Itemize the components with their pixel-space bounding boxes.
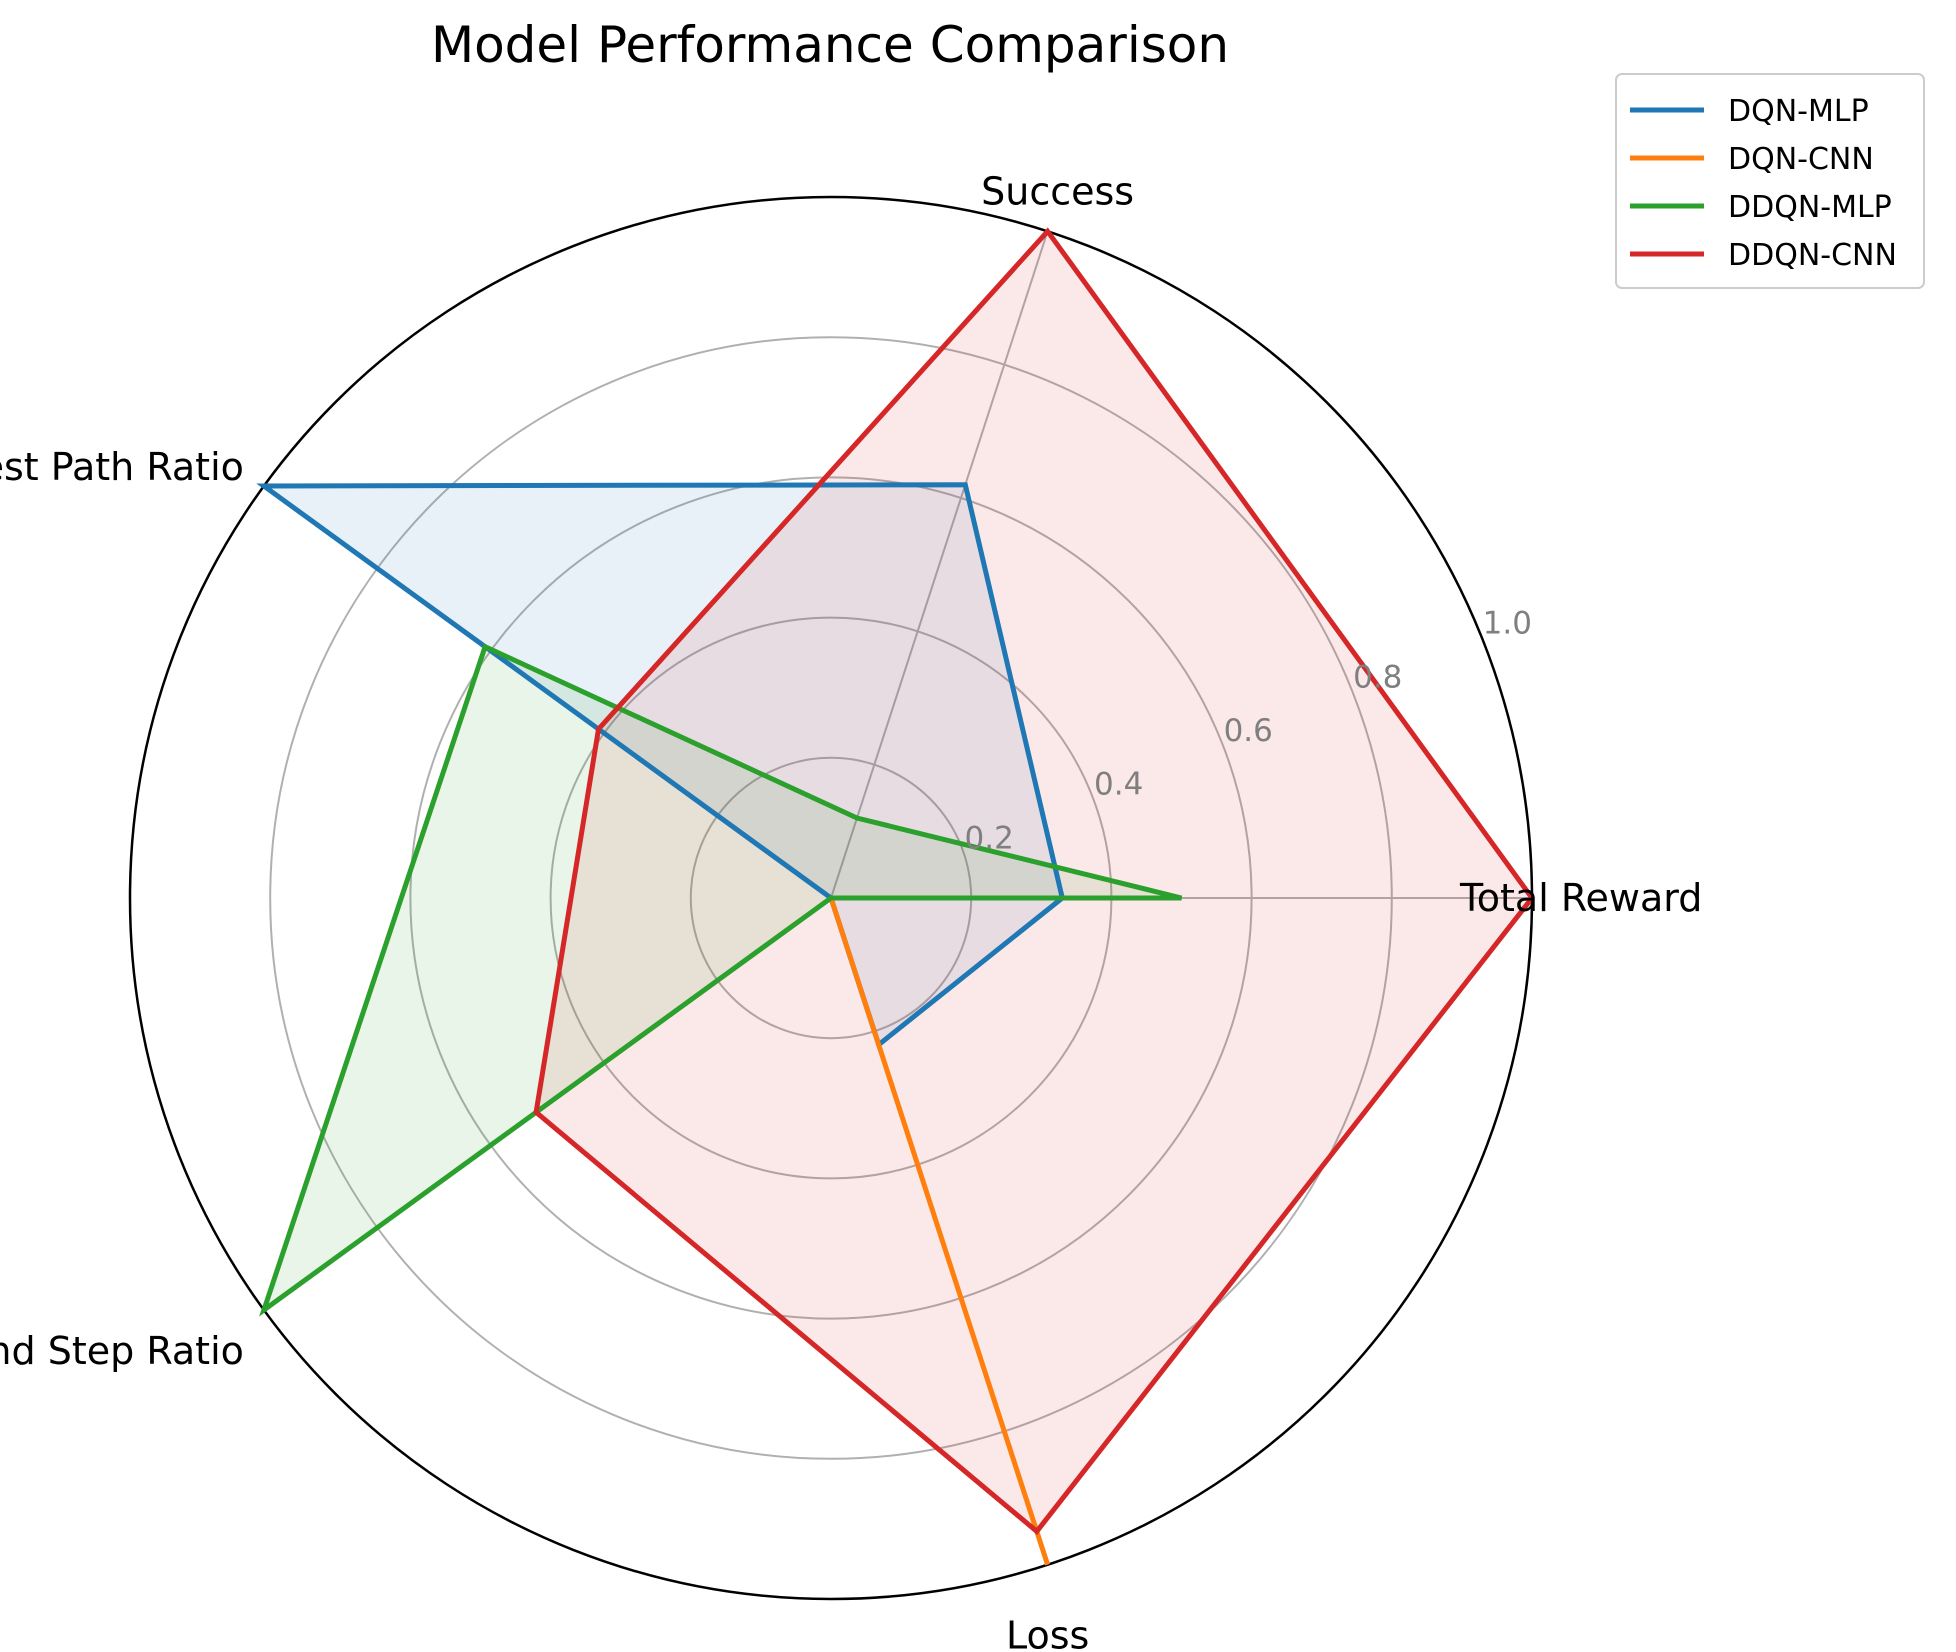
series-line-dqn-cnn bbox=[828, 897, 1050, 1566]
grid-circle-3 bbox=[269, 336, 1393, 1460]
series-fill-ddqn-mlp bbox=[263, 646, 1182, 1310]
legend-label-dqn-cnn: DQN-CNN bbox=[1728, 142, 1874, 177]
series-line-dqn-mlp bbox=[256, 482, 1066, 1049]
legend-label-ddqn-mlp: DDQN-MLP bbox=[1728, 190, 1892, 225]
axis-label-success: Success bbox=[981, 169, 1134, 213]
chart-title: Model Performance Comparison bbox=[431, 16, 1229, 74]
axis-label-shortest-path-ratio: Shortest Path Ratio bbox=[0, 445, 244, 489]
series-fill-ddqn-cnn bbox=[536, 231, 1532, 1532]
series-line-ddqn-cnn bbox=[533, 227, 1536, 1535]
spoke-1 bbox=[830, 231, 1049, 899]
rtick-label: 1.0 bbox=[1483, 606, 1532, 642]
rtick-label: 0.2 bbox=[965, 820, 1014, 856]
axis-label-loss: Loss bbox=[1006, 1614, 1089, 1652]
legend-label-ddqn-cnn: DDQN-CNN bbox=[1728, 238, 1897, 273]
rtick-label: 0.4 bbox=[1094, 767, 1143, 803]
legend-label-dqn-mlp: DQN-MLP bbox=[1728, 94, 1869, 129]
series-lines bbox=[256, 227, 1536, 1566]
grid-circle-2 bbox=[409, 476, 1253, 1320]
series-line-ddqn-mlp bbox=[259, 643, 1183, 1317]
axis-label-blind-step-ratio: Blind Step Ratio bbox=[0, 1329, 244, 1373]
legend: DQN-MLP DQN-CNN DDQN-MLP DDQN-CNN bbox=[1615, 73, 1925, 289]
series-fill-dqn-mlp bbox=[263, 484, 1063, 1045]
rtick-label: 0.6 bbox=[1224, 713, 1273, 749]
legend-box bbox=[1615, 73, 1925, 289]
rtick-label: 0.8 bbox=[1353, 659, 1402, 695]
axis-label-total-reward: Total Reward bbox=[1459, 876, 1702, 920]
